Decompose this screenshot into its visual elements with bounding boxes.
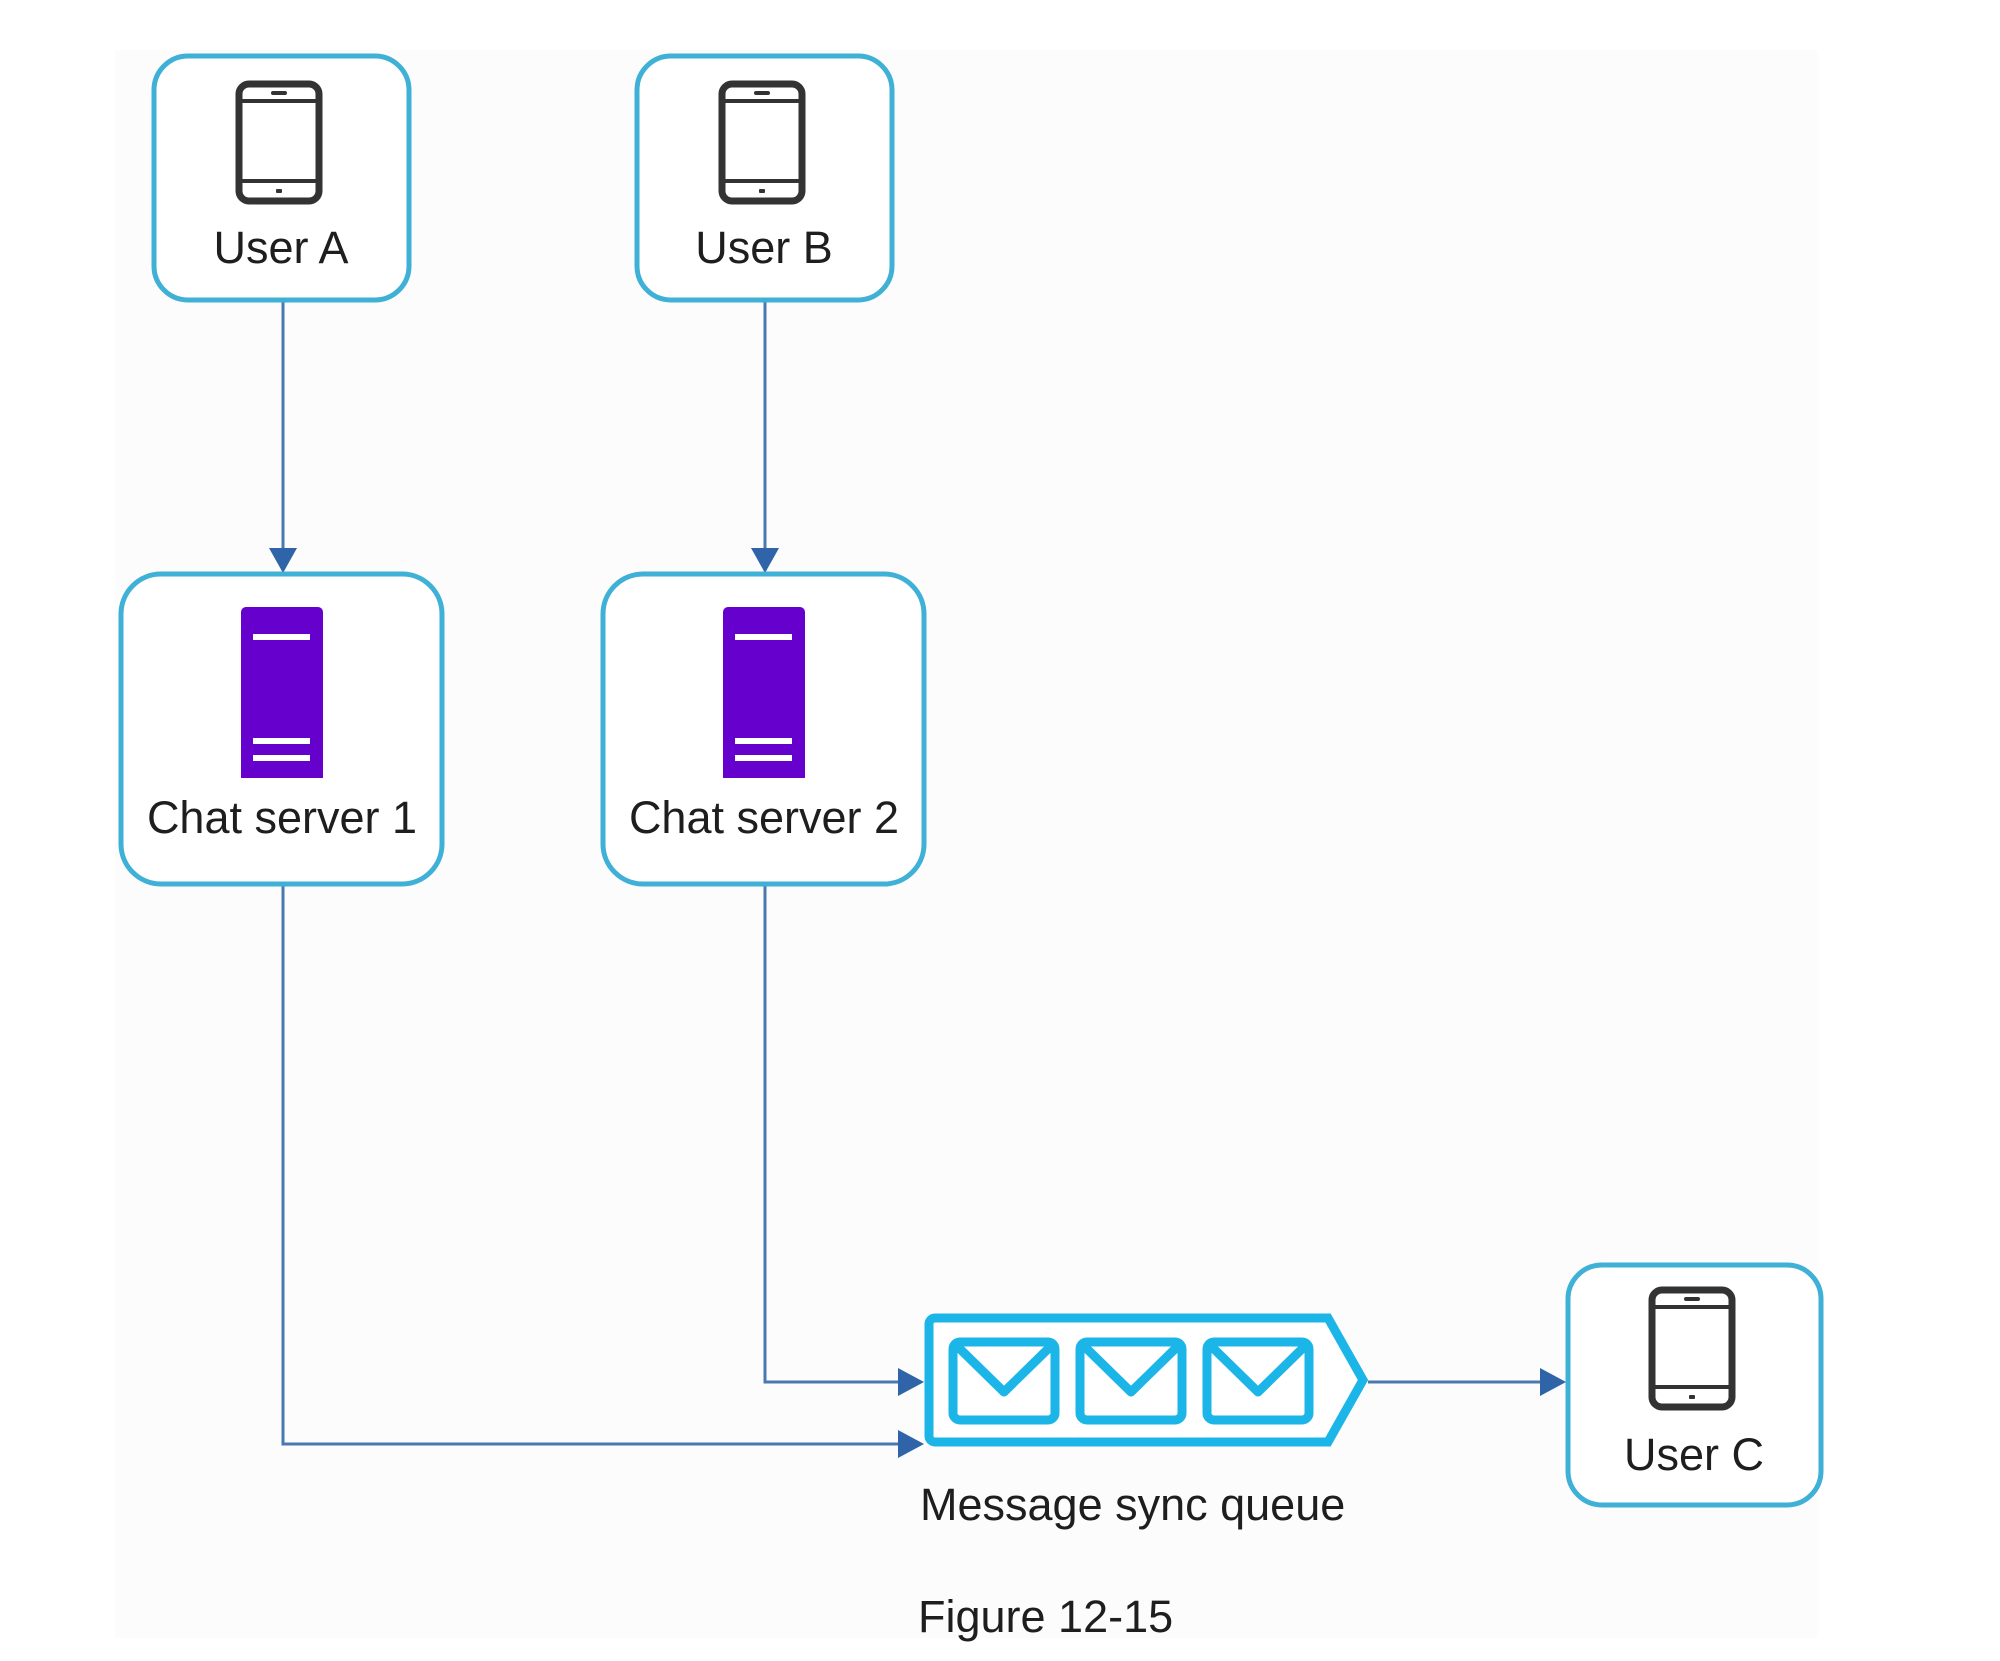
node-label: User C: [1624, 1429, 1764, 1480]
node-chat-server-1[interactable]: Chat server 1: [118, 571, 445, 887]
node-box: [151, 53, 412, 303]
node-label: Chat server 2: [629, 792, 899, 843]
envelope-icon: [1075, 1337, 1187, 1425]
mobile-phone-icon: [1648, 1286, 1736, 1411]
node-user-b[interactable]: User B: [634, 53, 895, 303]
message-queue-icon: [924, 1313, 1369, 1447]
edges: [269, 301, 1566, 1458]
node-label: User A: [213, 222, 348, 273]
edge-chat-server-2-to-queue: [763, 885, 924, 1396]
edge-user-a-to-chat-server-1: [269, 301, 297, 573]
node-label: Message sync queue: [920, 1479, 1345, 1530]
edge-user-b-to-chat-server-2: [751, 301, 779, 573]
arrowhead-icon: [1540, 1368, 1566, 1396]
arrowhead-icon: [898, 1368, 924, 1396]
node-user-c[interactable]: User C: [1565, 1262, 1824, 1508]
envelope-icon: [948, 1337, 1060, 1425]
node-chat-server-2[interactable]: Chat server 2: [600, 571, 927, 887]
mobile-phone-icon: [235, 80, 323, 205]
envelope-icon: [1202, 1337, 1314, 1425]
arrowhead-icon: [751, 548, 779, 573]
node-message-sync-queue[interactable]: Message sync queue: [920, 1313, 1369, 1530]
node-user-a[interactable]: User A: [151, 53, 412, 303]
figure-caption: Figure 12-15: [918, 1591, 1173, 1642]
arrowhead-icon: [898, 1430, 924, 1458]
node-label: User B: [695, 222, 833, 273]
mobile-phone-icon: [718, 80, 806, 205]
edge-chat-server-1-to-queue: [281, 885, 924, 1458]
server-icon: [723, 607, 805, 778]
server-icon: [241, 607, 323, 778]
edge-queue-to-user-c: [1368, 1368, 1566, 1396]
arrowhead-icon: [269, 548, 297, 573]
node-box: [634, 53, 895, 303]
node-label: Chat server 1: [147, 792, 417, 843]
